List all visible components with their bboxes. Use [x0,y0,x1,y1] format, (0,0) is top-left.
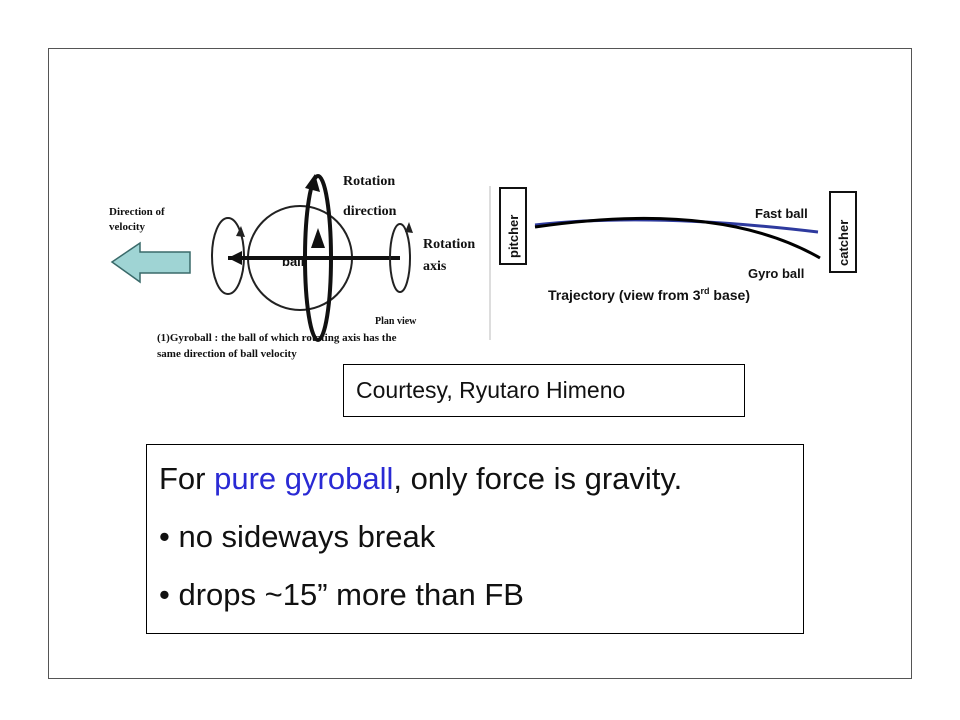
trajectory-title-main: Trajectory (view from 3 [548,287,701,303]
pitcher-box [499,187,527,265]
rotation-direction-label-1: Rotation [343,174,395,189]
trajectory-title-sup: rd [701,286,710,296]
rotation-axis-label-2: axis [423,259,447,274]
line1-highlight: pure gyroball [214,461,394,496]
rotation-direction-label-2: direction [343,204,397,219]
summary-line-1: For pure gyroball, only force is gravity… [159,457,803,515]
trajectory-title: Trajectory (view from 3rd base) [548,286,750,303]
courtesy-box: Courtesy, Ryutaro Himeno [343,364,745,417]
ball-label: ball [282,254,304,269]
rotation-direction-ring [303,174,333,342]
bullet-drops-more: • drops ~15” more than FB [159,577,524,612]
bullet-no-sideways-break: • no sideways break [159,519,436,554]
rotation-arrow-top [305,174,320,192]
caption-line-2: same direction of ball velocity [157,348,297,360]
velocity-arrow [110,241,191,284]
plan-view-label: Plan view [375,316,417,327]
line1-suffix: , only force is gravity. [393,461,683,496]
summary-text-box: For pure gyroball, only force is gravity… [146,444,804,634]
rotation-axis-label-1: Rotation [423,237,475,252]
right-ring-arrow [405,222,413,233]
caption-line-1: (1)Gyroball : the ball of which rotating… [157,332,397,344]
gyro-ball-trajectory [534,216,821,260]
right-rotation-ring [389,223,411,293]
courtesy-text: Courtesy, Ryutaro Himeno [356,377,626,403]
left-ring-arrow [236,226,245,237]
line1-prefix: For [159,461,215,496]
axis-arrow-left [228,251,242,265]
direction-label-1: Direction of [109,206,165,218]
catcher-box [829,191,857,273]
catcher-label: catcher [836,220,851,266]
fast-ball-label: Fast ball [755,206,808,221]
pitcher-label: pitcher [506,215,521,258]
rotation-arrow-up [311,228,325,248]
trajectory-title-tail: base) [710,287,750,303]
direction-label-2: velocity [109,221,146,233]
gyro-ball-label: Gyro ball [748,266,804,281]
